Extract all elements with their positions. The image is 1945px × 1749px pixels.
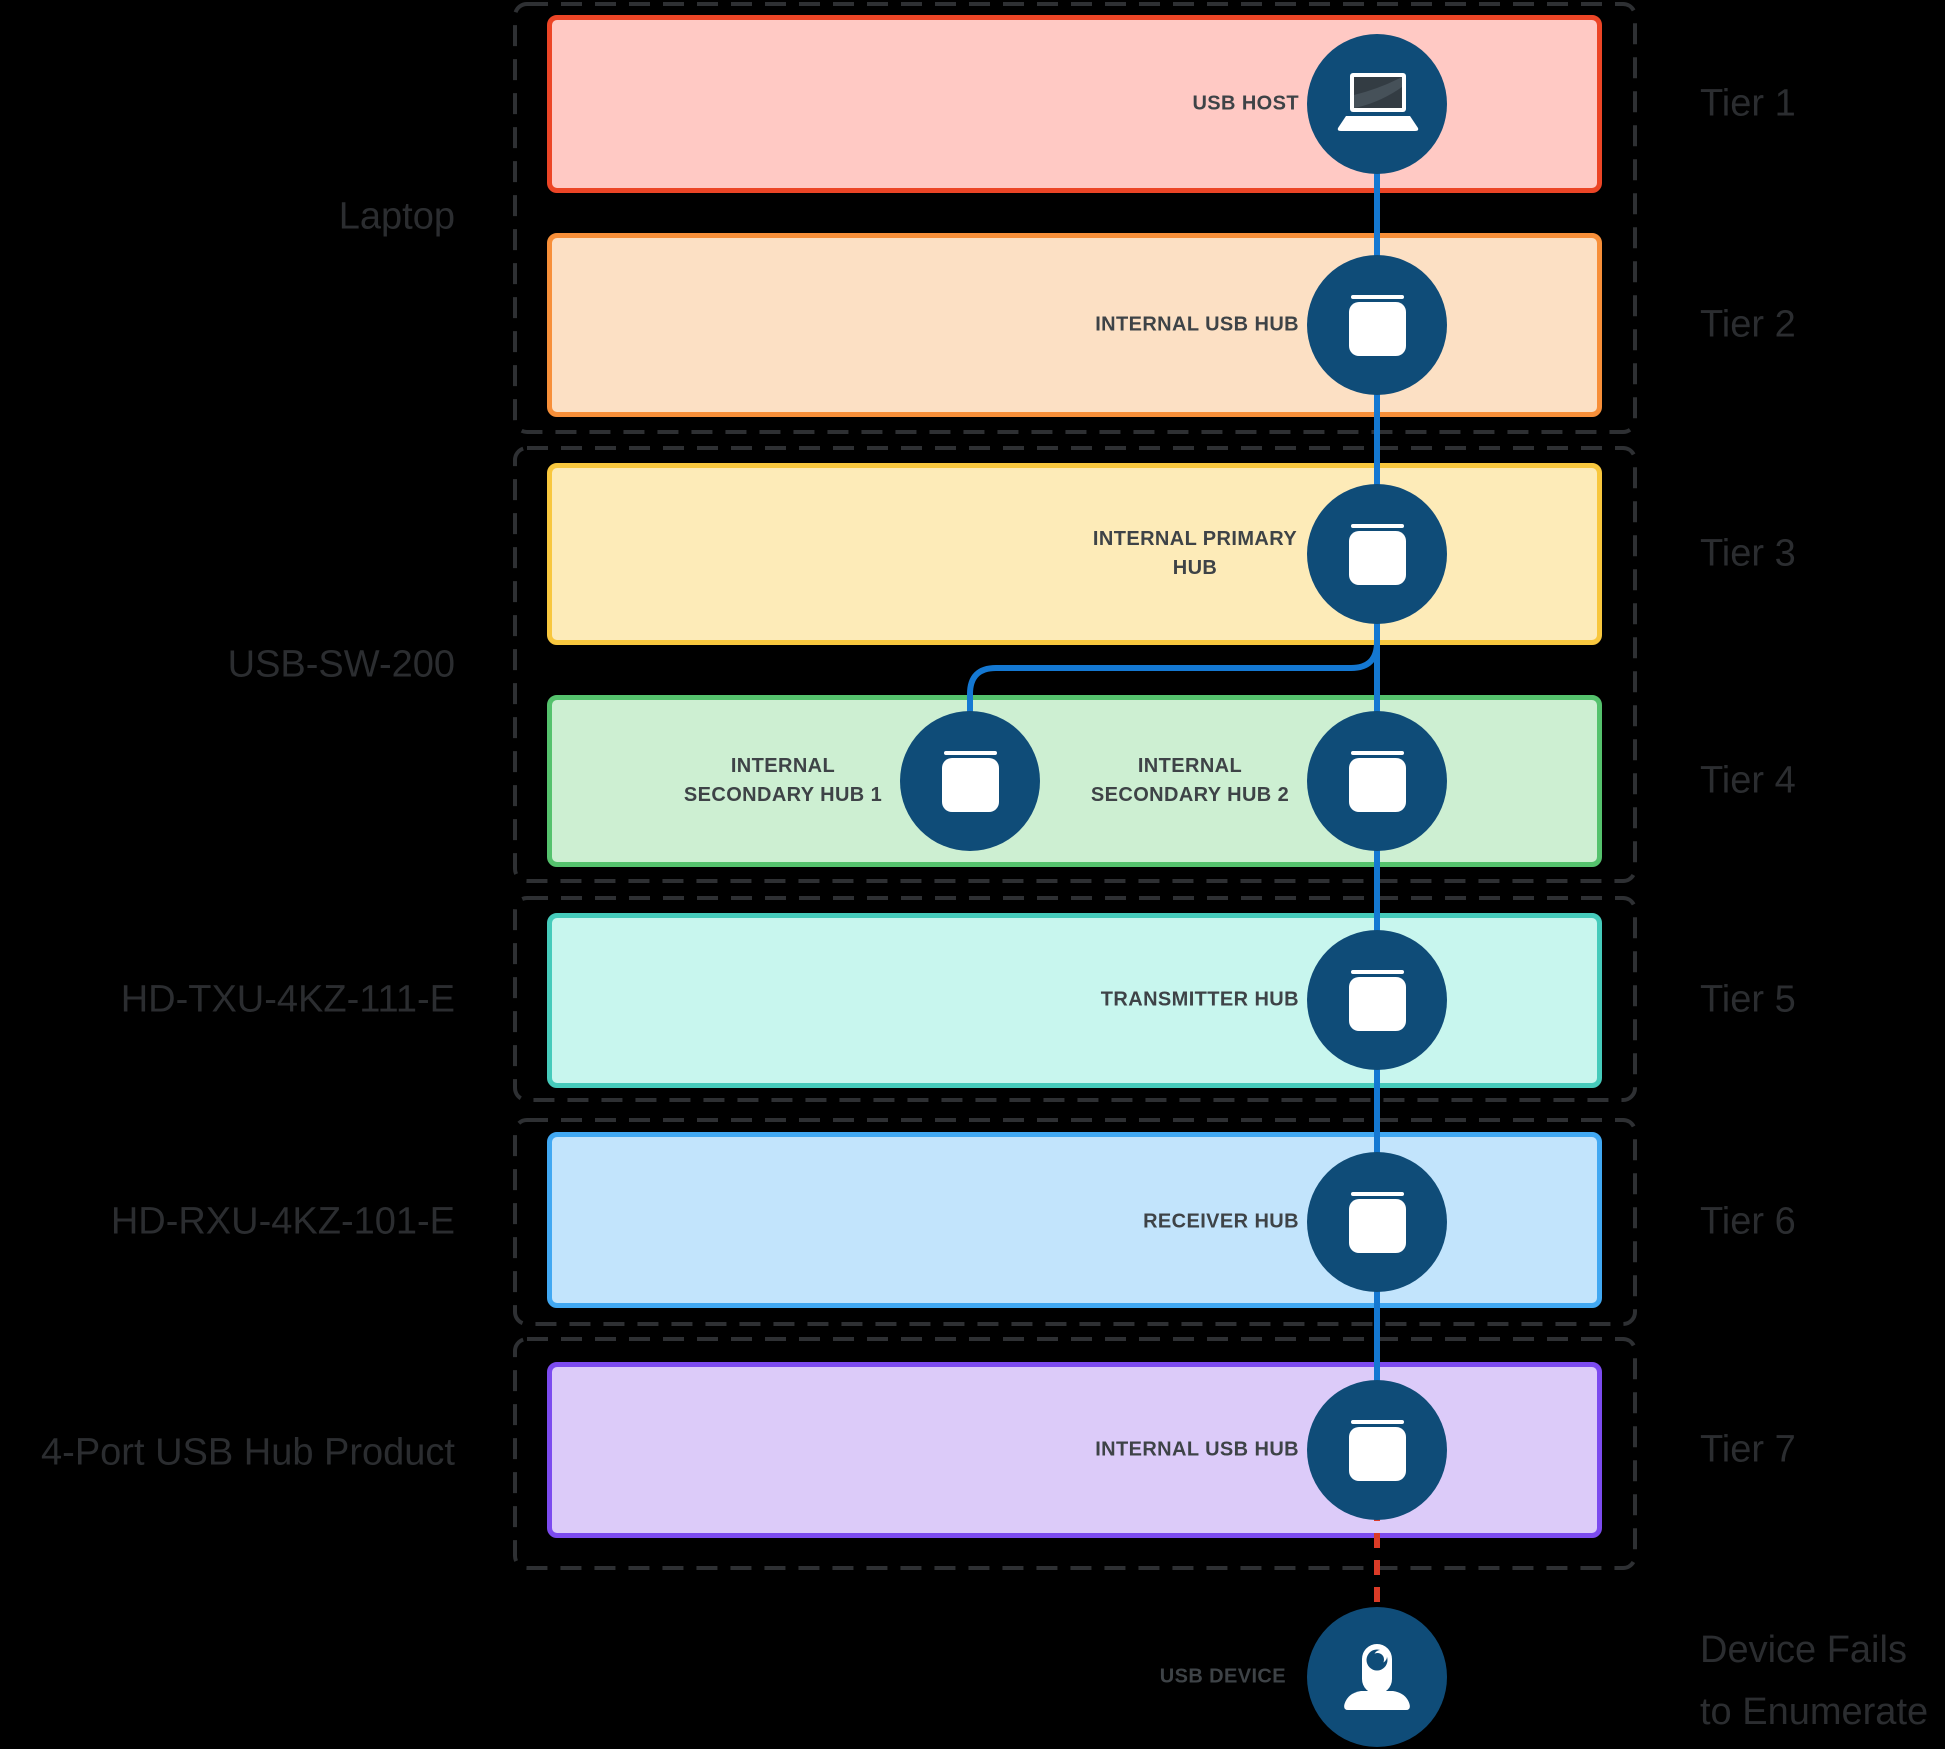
node-usb-host	[1307, 34, 1447, 174]
node-label-internal-secondary-hub-2: INTERNAL SECONDARY HUB 2	[1090, 755, 1290, 806]
tier-label-5: Tier 5	[1700, 978, 1796, 1021]
node-label-internal-usb-hub-t2: INTERNAL USB HUB	[1095, 313, 1299, 336]
group-box-usb-sw-200	[513, 446, 1637, 883]
secondary-hub-branch-connector	[967, 554, 1380, 781]
tier-label-3: Tier 3	[1700, 532, 1796, 575]
node-label-transmitter-hub: TRANSMITTER HUB	[1100, 988, 1299, 1011]
group-box-4-port-hub	[513, 1337, 1637, 1570]
node-internal-usb-hub-tier2	[1307, 255, 1447, 395]
node-label-internal-secondary-hub-1: INTERNAL SECONDARY HUB 1	[683, 755, 883, 806]
node-internal-usb-hub-tier7	[1307, 1380, 1447, 1520]
group-label-laptop: Laptop	[338, 195, 455, 238]
group-label-hd-txu: HD-TXU-4KZ-111-E	[120, 978, 455, 1021]
node-label-internal-primary-hub: INTERNAL PRIMARY HUB	[1092, 528, 1298, 579]
node-label-usb-host: USB HOST	[1192, 92, 1299, 115]
usb-hub-icon	[1348, 1419, 1406, 1481]
usb-hub-icon	[1348, 1191, 1406, 1253]
node-internal-primary-hub	[1307, 484, 1447, 624]
node-usb-device	[1307, 1607, 1447, 1747]
node-label-usb-device: USB DEVICE	[1159, 1665, 1286, 1688]
group-box-hd-rxu	[513, 1118, 1637, 1326]
group-box-hd-txu	[513, 896, 1637, 1102]
tier-label-2: Tier 2	[1700, 303, 1796, 346]
node-label-internal-usb-hub-t7: INTERNAL USB HUB	[1095, 1438, 1299, 1461]
node-transmitter-hub	[1307, 930, 1447, 1070]
usb-hub-icon	[1348, 969, 1406, 1031]
group-box-laptop	[513, 2, 1637, 434]
ptz-camera-icon	[1344, 1644, 1410, 1710]
group-label-4-port-hub: 4-Port USB Hub Product	[41, 1431, 455, 1474]
group-label-hd-rxu: HD-RXU-4KZ-101-E	[110, 1200, 455, 1243]
tier-label-7: Tier 7	[1700, 1428, 1796, 1471]
node-receiver-hub	[1307, 1152, 1447, 1292]
laptop-icon	[1337, 73, 1419, 131]
node-label-receiver-hub: RECEIVER HUB	[1143, 1210, 1299, 1233]
tier-label-4: Tier 4	[1700, 759, 1796, 802]
tier-label-6: Tier 6	[1700, 1200, 1796, 1243]
usb-hub-icon	[941, 750, 999, 812]
usb-hub-icon	[1348, 294, 1406, 356]
group-label-usb-sw-200: USB-SW-200	[227, 643, 455, 686]
device-failure-status: Device Fails to Enumerate	[1700, 1629, 1929, 1733]
tier-label-1: Tier 1	[1700, 82, 1796, 125]
node-internal-secondary-hub-1	[900, 711, 1040, 851]
usb-hub-icon	[1348, 523, 1406, 585]
usb-hub-icon	[1348, 750, 1406, 812]
node-internal-secondary-hub-2	[1307, 711, 1447, 851]
